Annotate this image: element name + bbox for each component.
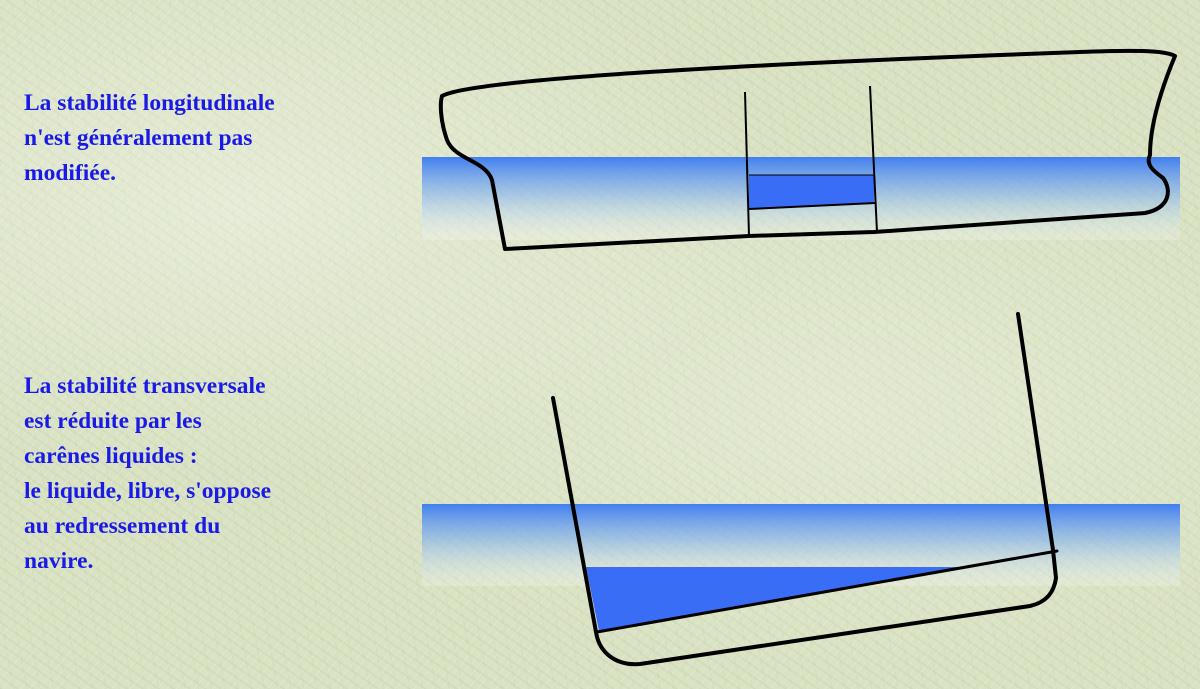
ship-hull-side — [438, 48, 1177, 251]
tank-liquid-longitudinal — [749, 175, 874, 209]
text-line: au redressement du — [24, 513, 221, 539]
text-line: La stabilité transversale — [24, 373, 266, 399]
transverse-stability-text: La stabilité transversale est réduite pa… — [24, 369, 271, 579]
text-line: navire. — [24, 548, 94, 574]
tank-bulkhead-fore — [869, 85, 878, 233]
text-line: est réduite par les — [24, 408, 202, 434]
text-line: le liquide, libre, s'oppose — [24, 478, 272, 504]
text-line: carênes liquides : — [24, 443, 198, 469]
transverse-view-diagram — [422, 312, 1180, 667]
text-line: La stabilité longitudinale — [24, 90, 275, 116]
text-line: n'est généralement pas — [24, 125, 253, 151]
tank-top-line-transverse — [595, 549, 1059, 634]
longitudinal-view-diagram — [422, 48, 1180, 251]
longitudinal-stability-text: La stabilité longitudinale n'est général… — [24, 86, 275, 191]
tank-bulkhead-aft — [744, 91, 750, 237]
ship-hull-section — [551, 312, 1058, 667]
text-line: modifiée. — [24, 160, 117, 186]
tank-top-line — [748, 202, 876, 210]
